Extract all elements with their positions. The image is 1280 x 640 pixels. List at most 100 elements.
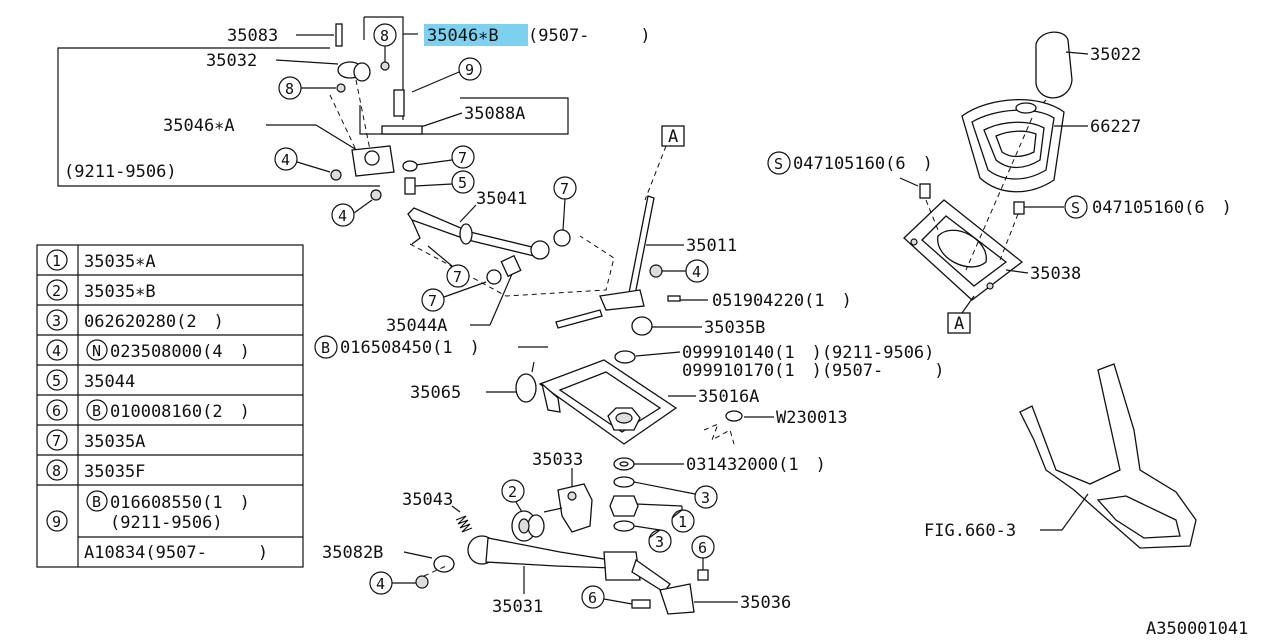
callout-031432000[interactable]: 031432000(1 ) <box>686 455 826 475</box>
svg-text:6: 6 <box>588 589 597 607</box>
ref-7-upper: 7 <box>451 145 475 169</box>
seal-35065 <box>515 373 537 403</box>
callout-35022[interactable]: 35022 <box>1090 45 1141 65</box>
view-label-A-bottom: A <box>947 312 971 334</box>
callout-35043[interactable]: 35043 <box>402 490 453 510</box>
callout-35044A[interactable]: 35044A <box>386 316 447 336</box>
callout-35046A[interactable]: 35046∗A <box>163 116 235 136</box>
callout-35036[interactable]: 35036 <box>740 593 791 613</box>
ref-5: 5 <box>451 170 475 194</box>
ref-8-left: 8 <box>278 76 302 100</box>
ref-7-right: 7 <box>553 176 577 200</box>
svg-text:7: 7 <box>458 149 467 167</box>
plate-35038 <box>903 199 1024 301</box>
callout-35065[interactable]: 35065 <box>410 383 461 403</box>
ref-4-inset: 4 <box>274 147 298 171</box>
console-bracket <box>1019 363 1197 549</box>
bolt-016508450 <box>555 309 603 329</box>
ref-9: 9 <box>458 57 482 81</box>
bushing-35035B <box>631 316 653 336</box>
highlighted-part-number[interactable]: 35046∗B <box>427 26 499 46</box>
legend-row-9: 9 B 016608550(1 ) (9211-9506) A10834(950… <box>46 490 268 563</box>
callout-099910140[interactable]: 099910140(1 )(9211-9506) <box>682 343 934 363</box>
ref-6-bottom: 6 <box>581 585 605 609</box>
callout-35035B[interactable]: 35035B <box>704 318 765 338</box>
svg-text:3: 3 <box>655 533 664 551</box>
legend-row-3: 3 062620280(2 ) <box>46 309 224 332</box>
nut-35035A <box>609 495 639 517</box>
ref-4-right: 4 <box>685 259 709 283</box>
svg-text:6: 6 <box>52 402 61 420</box>
callout-35088A[interactable]: 35088A <box>464 104 525 124</box>
bracket-35036 <box>659 583 695 615</box>
rod-35041 <box>407 207 550 260</box>
callout-047105160-right[interactable]: 047105160(6 ) <box>1092 198 1232 218</box>
callout-9211-9506: (9211-9506) <box>64 162 177 182</box>
callout-W230013[interactable]: W230013 <box>776 408 848 428</box>
bolt-35088A <box>381 125 423 135</box>
ref-8-top: 8 <box>373 23 397 47</box>
svg-text:35035∗A: 35035∗A <box>84 252 156 272</box>
plug <box>614 350 636 364</box>
spring-35043 <box>455 515 473 533</box>
svg-text:B: B <box>92 402 101 420</box>
symbol-B-016508450: B <box>314 335 338 359</box>
svg-text:(9211-9506): (9211-9506) <box>110 513 223 533</box>
svg-text:1: 1 <box>52 252 61 270</box>
svg-text:S: S <box>1071 199 1080 217</box>
screw-right <box>1013 201 1025 215</box>
svg-text:4: 4 <box>52 342 61 360</box>
ref-4-mid: 4 <box>331 203 355 227</box>
callout-35041[interactable]: 35041 <box>476 189 527 209</box>
callout-35083[interactable]: 35083 <box>227 26 278 46</box>
ref-7-lower: 7 <box>421 288 445 312</box>
svg-text:A: A <box>954 314 964 334</box>
svg-text:B: B <box>321 339 330 357</box>
svg-text:062620280(2 ): 062620280(2 ) <box>84 312 224 332</box>
legend-row-2: 2 35035∗B <box>46 279 156 302</box>
svg-text:8: 8 <box>52 462 61 480</box>
svg-text:B: B <box>92 493 101 511</box>
svg-text:35044: 35044 <box>84 372 135 392</box>
boot-66227 <box>961 99 1065 193</box>
callout-051904220[interactable]: 051904220(1 ) <box>712 291 852 311</box>
ref-6-right: 6 <box>691 535 715 559</box>
callout-35031[interactable]: 35031 <box>492 597 543 617</box>
bolt-9 <box>393 89 405 117</box>
ref-1: 1 <box>671 509 695 533</box>
svg-text:7: 7 <box>428 292 437 310</box>
svg-text:4: 4 <box>692 263 701 281</box>
legend-table <box>36 244 304 568</box>
bushing-35035B-lower <box>511 510 545 542</box>
svg-text:35035A: 35035A <box>84 432 145 452</box>
screw-left <box>919 183 931 199</box>
callout-35033[interactable]: 35033 <box>532 450 583 470</box>
callout-35038[interactable]: 35038 <box>1030 264 1081 284</box>
svg-text:7: 7 <box>560 180 569 198</box>
svg-text:2: 2 <box>52 282 61 300</box>
svg-text:010008160(2 ): 010008160(2 ) <box>110 402 250 422</box>
lever-35011 <box>599 195 655 311</box>
ref-7-mid: 7 <box>446 264 470 288</box>
bushing-35032 <box>337 61 371 82</box>
callout-35032[interactable]: 35032 <box>206 51 257 71</box>
callout-35082B[interactable]: 35082B <box>322 543 383 563</box>
callout-099910170[interactable]: 099910170(1 )(9507- ) <box>682 361 944 381</box>
svg-text:016608550(1 ): 016608550(1 ) <box>110 493 250 513</box>
callout-66227[interactable]: 66227 <box>1090 117 1141 137</box>
legend-row-1: 1 35035∗A <box>46 249 156 272</box>
callout-fig-660-3[interactable]: FIG.660-3 <box>924 521 1016 541</box>
callout-016508450[interactable]: 016508450(1 ) <box>340 338 480 358</box>
ref-3-a: 3 <box>694 485 718 509</box>
ref-3-b: 3 <box>648 529 672 553</box>
callout-35016A[interactable]: 35016A <box>698 387 759 407</box>
pin-35083 <box>335 23 343 47</box>
svg-text:023508000(4 ): 023508000(4 ) <box>110 342 250 362</box>
ref-2: 2 <box>501 479 525 503</box>
callout-047105160-left[interactable]: 047105160(6 ) <box>793 154 933 174</box>
document-id: A350001041 <box>1146 619 1248 639</box>
svg-text:S: S <box>774 155 783 173</box>
svg-text:8: 8 <box>285 80 294 98</box>
callout-35011[interactable]: 35011 <box>686 236 737 256</box>
